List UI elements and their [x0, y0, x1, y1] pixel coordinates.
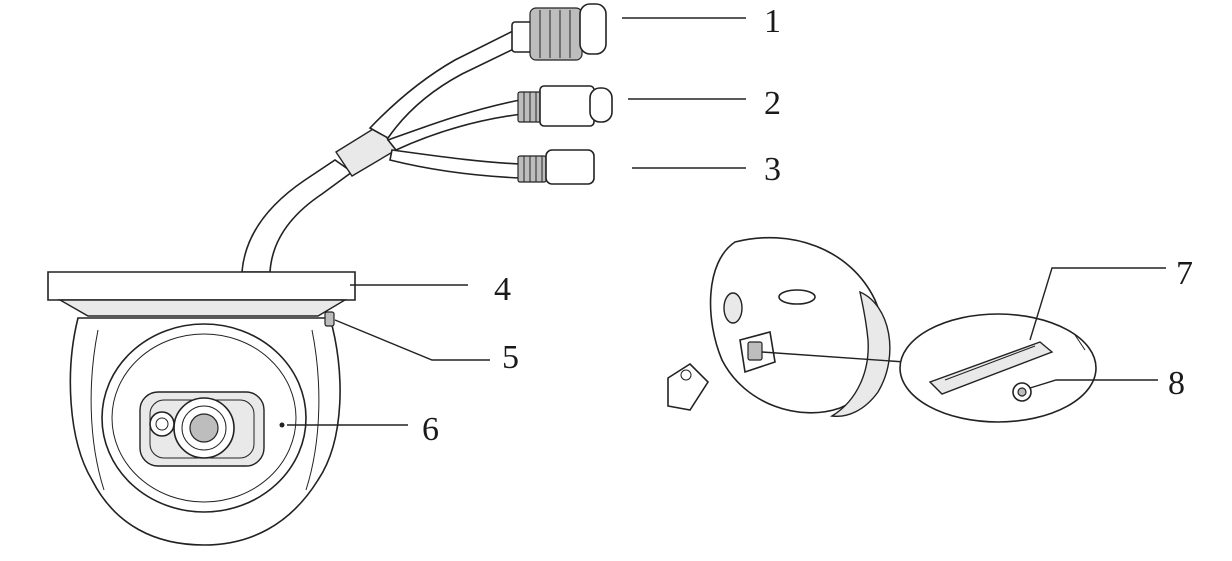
callout-3: 3 — [764, 151, 781, 188]
ir-led — [149, 411, 175, 437]
leader-lines — [287, 17, 1166, 426]
network-connector — [511, 3, 607, 61]
audio-connector — [517, 85, 613, 127]
cable-pigtail — [241, 28, 524, 273]
callout-4: 4 — [494, 271, 511, 308]
power-connector — [517, 149, 595, 185]
callout-5: 5 — [502, 339, 519, 376]
microphone-hole — [279, 422, 285, 428]
callout-1: 1 — [764, 3, 781, 40]
callout-8: 8 — [1168, 365, 1185, 402]
callout-labels: 1 2 3 4 5 6 7 8 — [422, 3, 1193, 448]
camera-rear-view — [667, 236, 1097, 423]
slot-cover — [667, 362, 710, 411]
microsd-slot — [928, 341, 1054, 395]
callout-6: 6 — [422, 411, 439, 448]
callout-2: 2 — [764, 85, 781, 122]
dome-camera — [47, 271, 356, 546]
mounting-base — [47, 271, 356, 301]
callout-7: 7 — [1176, 255, 1193, 292]
side-screw — [324, 311, 335, 327]
